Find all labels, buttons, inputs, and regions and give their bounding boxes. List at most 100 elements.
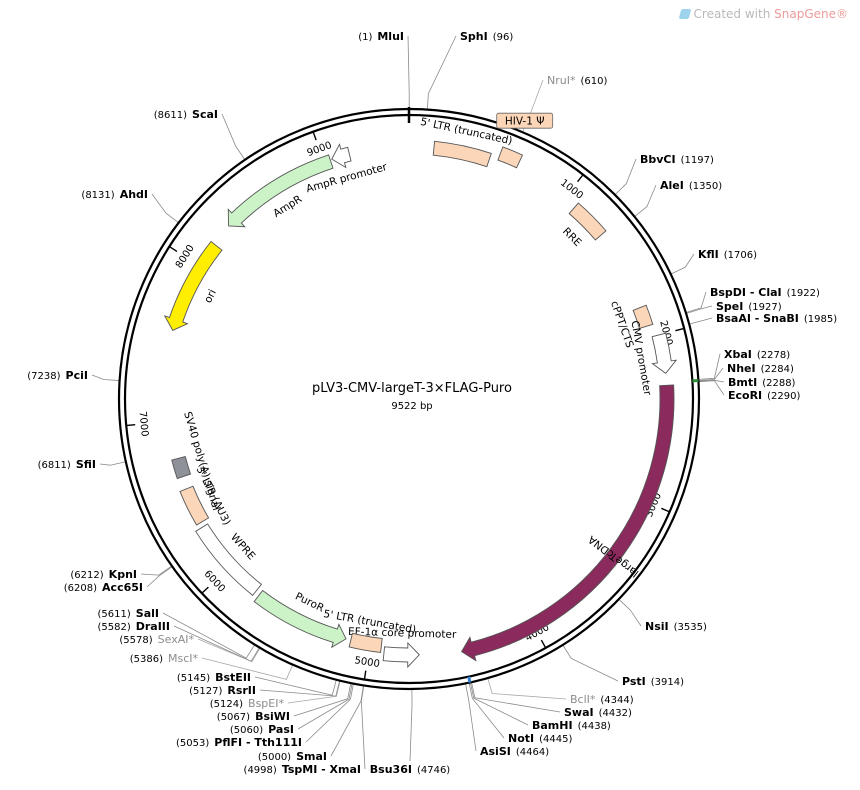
site-leader-line bbox=[407, 35, 410, 110]
site-bsu36i-position: (4746) bbox=[417, 765, 450, 776]
site-nrui-position: (610) bbox=[580, 76, 607, 87]
site-bbvci: BbvCI(1197) bbox=[640, 153, 714, 166]
site-leader-line bbox=[670, 253, 695, 275]
site-bsiwi-position: (5067) bbox=[217, 712, 250, 723]
site-sali-name: SalI bbox=[136, 607, 159, 620]
site-leader-line bbox=[259, 680, 341, 697]
site-nrui-name: NruI* bbox=[547, 74, 576, 87]
site-bsteii: (5145)BstEII bbox=[177, 671, 251, 684]
backbone-outer-ring bbox=[117, 107, 701, 691]
site-leader-line bbox=[614, 158, 637, 196]
site-xbai-name: XbaI bbox=[724, 348, 752, 361]
site-noti-position: (4445) bbox=[539, 734, 572, 745]
site-bsaai-snabi-position: (1985) bbox=[804, 314, 837, 325]
site-ecori-name: EcoRI bbox=[728, 389, 762, 402]
site-bbvci-name: BbvCI bbox=[640, 153, 676, 166]
scale-tick-label: 1000 bbox=[558, 177, 585, 201]
site-msci: (5386)MscI* bbox=[130, 652, 199, 665]
site-pasi-name: PasI bbox=[268, 723, 294, 736]
site-kfli-position: (1706) bbox=[724, 250, 757, 261]
site-bcli-position: (4344) bbox=[600, 695, 633, 706]
site-nhei-position: (2284) bbox=[761, 364, 794, 375]
site-sphi-name: SphI bbox=[460, 30, 488, 43]
site-draiii-name: DraIII bbox=[136, 620, 170, 633]
feature-cmv-promoter bbox=[651, 332, 678, 375]
site-tspmi-xmai: (4998) TspMI - XmaI bbox=[244, 763, 361, 776]
site-bsaai-snabi-name: BsaAI - SnaBI bbox=[716, 312, 799, 325]
site-leader-line bbox=[91, 374, 120, 381]
feature-ampr-promoter bbox=[331, 143, 352, 169]
site-scai: (8611)ScaI bbox=[154, 108, 218, 121]
site-leader-line bbox=[468, 682, 505, 739]
site-leader-line bbox=[618, 598, 642, 627]
site-asisi-name: AsiSI bbox=[480, 745, 511, 758]
site-bmti-position: (2288) bbox=[762, 378, 795, 389]
site-ecori-position: (2290) bbox=[767, 391, 800, 402]
site-sexai-name: SexAI* bbox=[158, 633, 195, 646]
site-leader-line bbox=[698, 367, 724, 381]
scale-tick bbox=[577, 174, 584, 183]
site-leader-line bbox=[634, 184, 657, 217]
scale-tick bbox=[363, 670, 367, 680]
site-sexai: (5578)SexAI* bbox=[119, 633, 194, 646]
site-acc65i-position: (6208) bbox=[64, 583, 97, 594]
site-kpni: (6212)KpnI bbox=[70, 568, 137, 581]
feature-rre-label: RRE bbox=[560, 225, 583, 249]
feature-puror-label: PuroR bbox=[293, 590, 326, 614]
plasmid-name: pLV3-CMV-largeT-3×FLAG-Puro bbox=[312, 381, 512, 396]
site-tspmi-xmai-position: (4998) bbox=[244, 765, 277, 776]
site-smai: (5000) SmaI bbox=[258, 750, 327, 763]
site-bspdi-clai-name: BspDI - ClaI bbox=[710, 286, 782, 299]
feature-hiv-1-psi-tag bbox=[496, 112, 554, 129]
backbone bbox=[117, 107, 701, 691]
brand-name: SnapGene® bbox=[774, 7, 848, 21]
site-pcii-name: PciI bbox=[66, 369, 88, 382]
feature-hiv-1 bbox=[497, 146, 524, 169]
site-leader-line bbox=[471, 682, 561, 713]
site-mlui: (1)MluI bbox=[358, 30, 404, 43]
site-noti-name: NotI bbox=[508, 732, 534, 745]
site-swai-name: SwaI bbox=[564, 706, 594, 719]
site-draiii-position: (5582) bbox=[97, 622, 130, 633]
scale-tick bbox=[675, 327, 685, 332]
site-bsaai-snabi: BsaAI - SnaBI (1985) bbox=[716, 312, 837, 325]
site-pasi: (5060)PasI bbox=[230, 723, 294, 736]
site-rsrii-name: RsrII bbox=[227, 684, 256, 697]
site-smai-position: (5000) bbox=[258, 752, 291, 763]
site-leader-line bbox=[685, 305, 713, 314]
site-pflfi-tth111i-name: PflFI - Tth111I bbox=[214, 736, 302, 749]
site-leader-line bbox=[426, 35, 457, 110]
feature-3-ltr-u3 bbox=[179, 485, 210, 526]
site-leader-line bbox=[465, 683, 477, 752]
site-rsrii: (5127)RsrII bbox=[189, 684, 256, 697]
site-leader-line bbox=[287, 680, 341, 704]
feature-wpre bbox=[195, 523, 263, 596]
site-xbai: XbaI(2278) bbox=[724, 348, 790, 361]
site-bsu36i: Bsu36I(4746) bbox=[370, 763, 451, 776]
site-pflfi-tth111i-position: (5053) bbox=[176, 738, 209, 749]
site-pcii: (7238)PciI bbox=[27, 369, 88, 382]
site-tspmi-xmai-name: TspMI - XmaI bbox=[282, 763, 361, 776]
plasmid-length: 9522 bp bbox=[391, 401, 432, 412]
site-leader-line bbox=[99, 461, 126, 466]
cloning-site-mark-3prime bbox=[467, 676, 472, 683]
site-psti-name: PstI bbox=[622, 675, 646, 688]
feature-ef-1-core-promoter bbox=[382, 641, 420, 669]
site-leader-lines bbox=[91, 35, 725, 770]
site-smai-name: SmaI bbox=[296, 750, 327, 763]
site-sphi: SphI(96) bbox=[460, 30, 513, 43]
feature-5-ltr-truncated bbox=[432, 140, 492, 168]
site-leader-line bbox=[293, 683, 352, 717]
feature-puror bbox=[253, 589, 347, 649]
site-bmti-name: BmtI bbox=[728, 376, 757, 389]
site-acc65i-name: Acc65I bbox=[102, 581, 143, 594]
site-ahdi: (8131)AhdI bbox=[81, 188, 148, 201]
site-bspei: (5124)BspEI* bbox=[210, 697, 285, 710]
site-kpni-position: (6212) bbox=[70, 570, 103, 581]
site-leader-line bbox=[685, 291, 707, 313]
site-bmti: BmtI (2288) bbox=[728, 376, 796, 389]
site-psti-position: (3914) bbox=[651, 677, 684, 688]
site-nsii-name: NsiI bbox=[645, 620, 669, 633]
